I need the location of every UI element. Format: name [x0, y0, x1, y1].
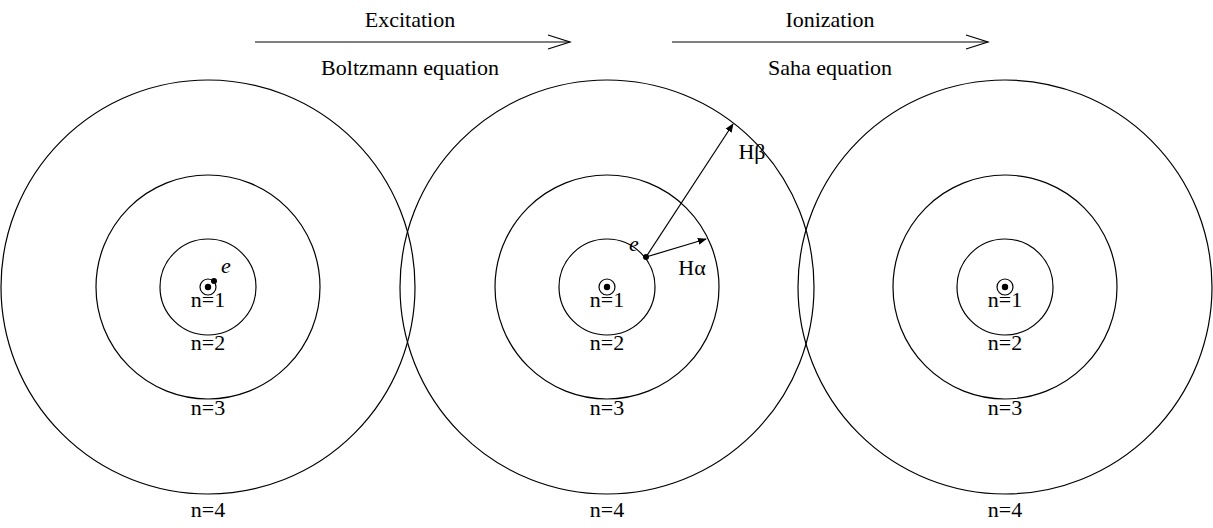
- line-label: Hα: [678, 256, 705, 280]
- electron: [643, 254, 649, 260]
- process-arrow: [672, 41, 988, 42]
- electron-label: e: [221, 254, 231, 278]
- process-label: Ionization: [785, 8, 874, 32]
- orbit-label: n=4: [191, 498, 225, 522]
- orbit-label: n=3: [590, 396, 624, 420]
- equation-label: Saha equation: [768, 56, 892, 80]
- orbit-label: n=1: [590, 288, 624, 312]
- atom: [400, 80, 814, 494]
- orbit-label: n=4: [590, 498, 624, 522]
- electron: [211, 278, 217, 284]
- arrow-head: [548, 35, 570, 49]
- process-arrow: [255, 41, 570, 42]
- transition-arrow: [646, 124, 733, 257]
- transition-arrow: [646, 239, 706, 257]
- orbit-label: n=1: [988, 288, 1022, 312]
- orbit-label: n=2: [590, 331, 624, 355]
- orbit-label: n=2: [191, 331, 225, 355]
- equation-label: Boltzmann equation: [321, 56, 499, 80]
- orbit-label: n=3: [191, 396, 225, 420]
- atom: [1, 80, 415, 494]
- atom: [798, 80, 1212, 494]
- orbit-label: n=2: [988, 331, 1022, 355]
- orbit-label: n=1: [191, 288, 225, 312]
- electron-label: e: [629, 232, 639, 256]
- line-label: Hβ: [738, 140, 765, 164]
- process-label: Excitation: [365, 8, 455, 32]
- orbit-label: n=4: [988, 498, 1022, 522]
- orbit-label: n=3: [988, 396, 1022, 420]
- arrow-head: [966, 35, 988, 49]
